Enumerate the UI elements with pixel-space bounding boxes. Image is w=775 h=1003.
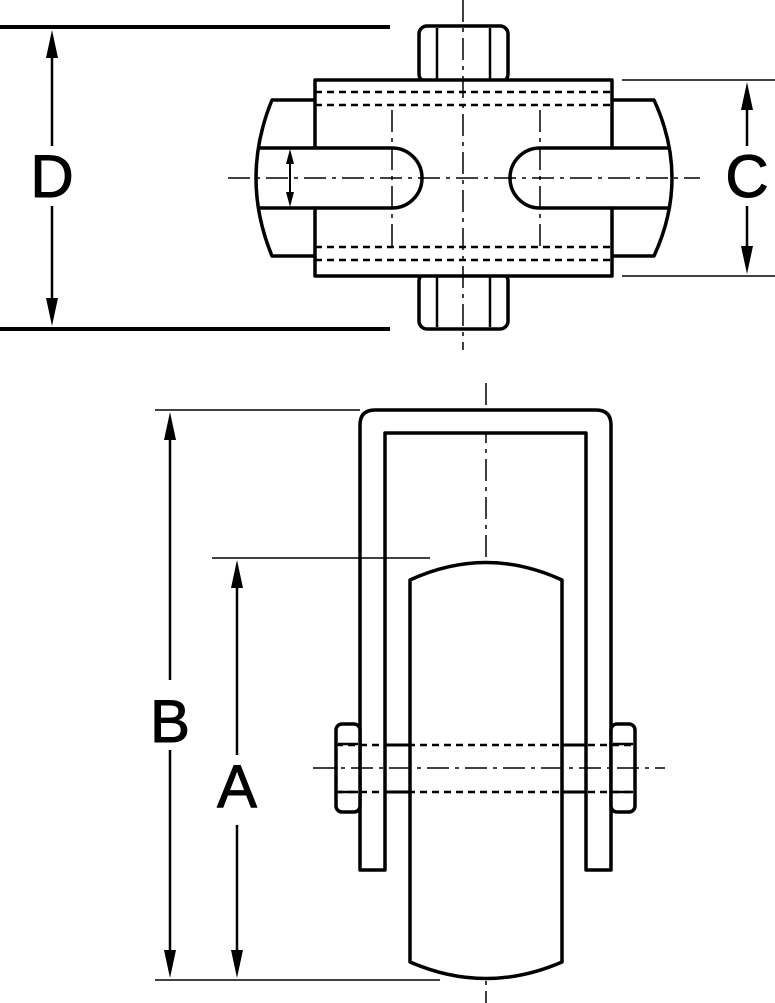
right-end-cap — [612, 98, 674, 258]
side-view: B A — [140, 383, 665, 1003]
top-view-centerlines — [228, 0, 700, 350]
label-a: A — [217, 753, 257, 820]
label-b: B — [150, 688, 190, 755]
slot-width-arrow — [286, 149, 294, 207]
top-view: D — [0, 0, 775, 350]
wheel — [408, 560, 564, 981]
label-c: C — [725, 143, 768, 210]
label-d: D — [30, 143, 73, 210]
yoke-outer — [358, 408, 613, 872]
side-hidden-axle — [336, 743, 635, 794]
